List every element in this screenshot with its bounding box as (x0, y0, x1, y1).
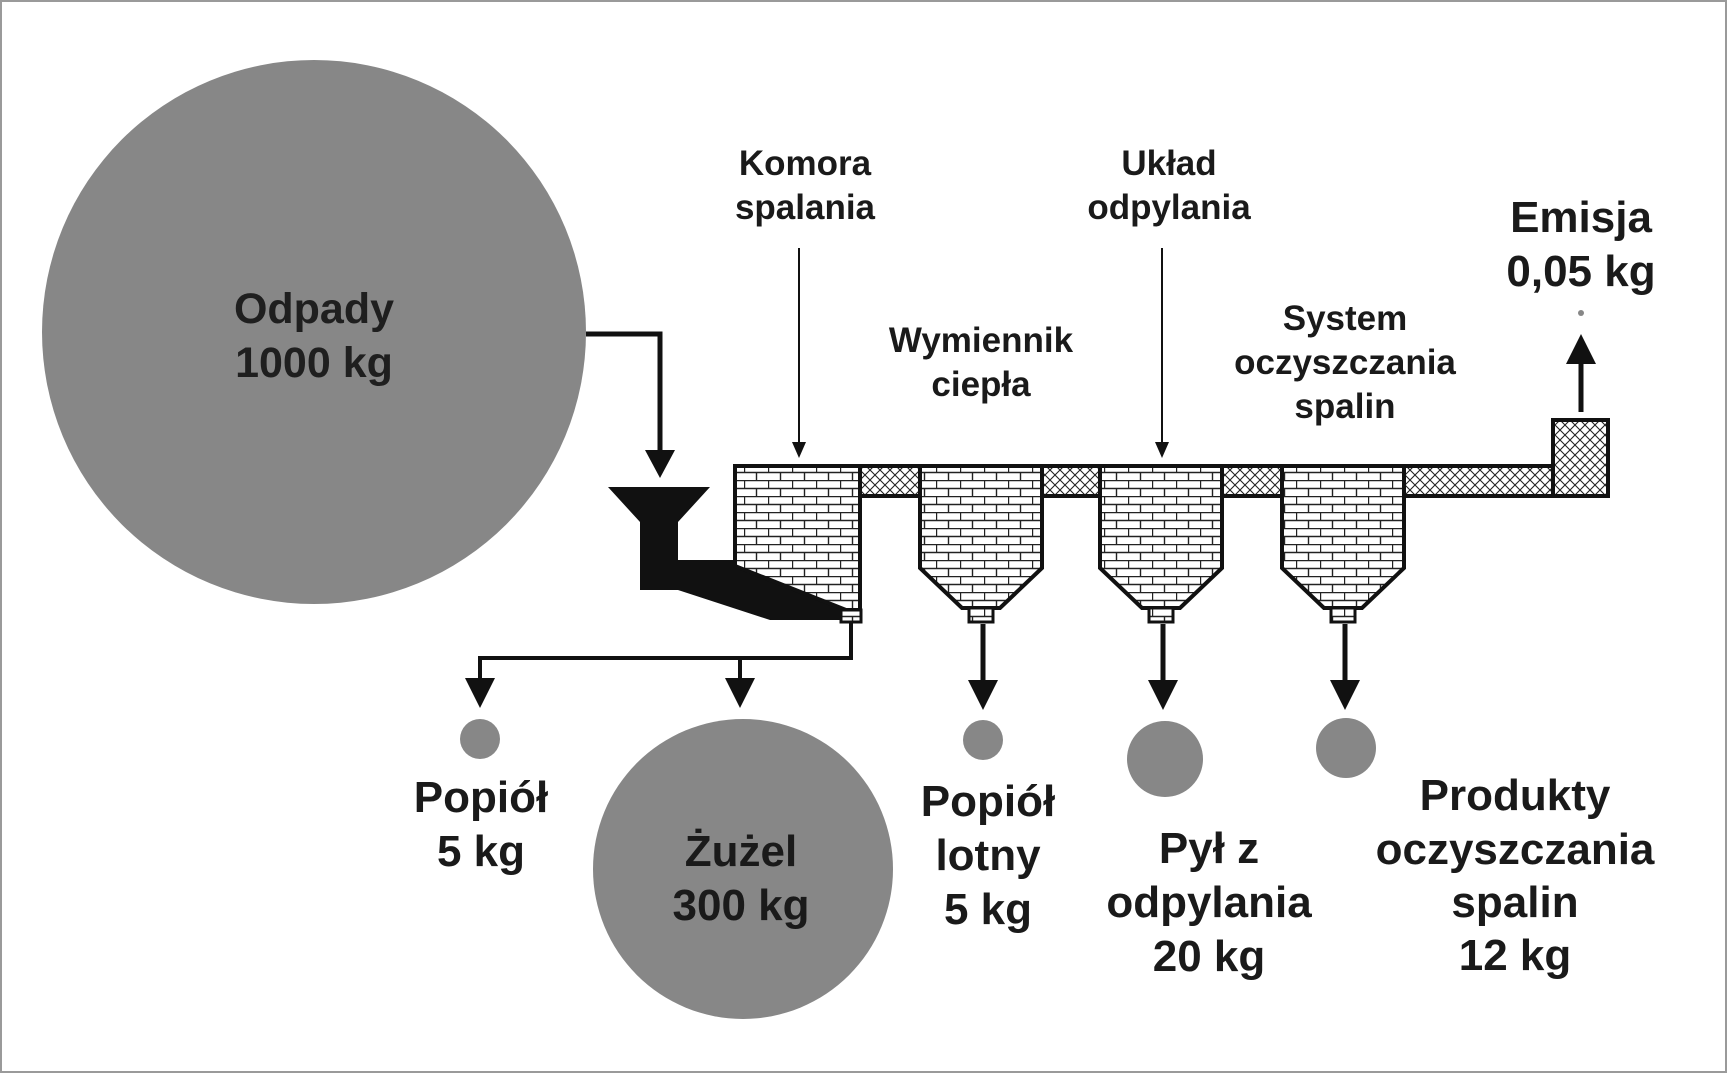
label-komora-1: Komora (739, 144, 872, 183)
label-odpylanie-2: odpylania (1087, 188, 1251, 227)
ash-arrowhead (465, 678, 495, 708)
label-popiol-lotny-3: 5 kg (944, 885, 1032, 934)
label-pyl-1: Pył z (1159, 824, 1259, 873)
emission-arrowhead (1566, 334, 1596, 364)
label-oczyszczanie-3: spalin (1294, 387, 1395, 426)
label-zuzel-1: Żużel (685, 827, 797, 876)
label-emisja-2: 0,05 kg (1506, 247, 1655, 296)
input-label: Odpady (234, 285, 394, 333)
feed-arrowhead (645, 450, 675, 478)
input-mass: 1000 kg (235, 339, 393, 387)
label-wymiennik-2: ciepła (931, 365, 1031, 404)
hopper-wymiennik (918, 464, 1044, 624)
label-produkty-4: 12 kg (1459, 931, 1572, 980)
label-zuzel-2: 300 kg (673, 881, 810, 930)
chamber-outlet (839, 608, 863, 624)
label-komora-2: spalania (735, 188, 876, 227)
chamber-output-line (478, 622, 853, 680)
slag-arrowhead (725, 678, 755, 708)
dust-circle (1127, 721, 1203, 797)
label-popiol-lotny-2: lotny (935, 831, 1041, 880)
stack (1551, 418, 1610, 498)
label-produkty-3: spalin (1451, 878, 1578, 927)
label-emisja-1: Emisja (1510, 193, 1652, 242)
products-circle (1316, 718, 1376, 778)
slag-circle (593, 719, 893, 1019)
label-produkty-1: Produkty (1420, 771, 1611, 820)
label-oczyszczanie-1: System (1283, 299, 1408, 338)
label-popiol-lotny-1: Popiół (921, 777, 1055, 826)
feed-line (586, 331, 663, 452)
label-odpylanie-1: Układ (1121, 144, 1216, 183)
pointer-komora-head (792, 442, 806, 458)
emission-dot (1578, 310, 1584, 316)
label-produkty-2: oczyszczania (1376, 825, 1655, 874)
label-popiol-2: 5 kg (437, 827, 525, 876)
flyash-circle (963, 720, 1003, 760)
label-pyl-2: odpylania (1106, 878, 1312, 927)
label-wymiennik-1: Wymiennik (889, 321, 1074, 360)
label-pyl-3: 20 kg (1153, 932, 1266, 981)
products-arrowhead (1330, 680, 1360, 710)
hopper-odpylanie (1098, 464, 1224, 624)
label-oczyszczanie-2: oczyszczania (1234, 343, 1456, 382)
flyash-arrowhead (968, 680, 998, 710)
label-popiol-1: Popiół (414, 773, 548, 822)
dust-arrowhead (1148, 680, 1178, 710)
hopper-oczyszczanie (1280, 464, 1406, 624)
input-circle (42, 60, 586, 604)
pointer-odpylanie-head (1155, 442, 1169, 458)
ash-circle (460, 719, 500, 759)
